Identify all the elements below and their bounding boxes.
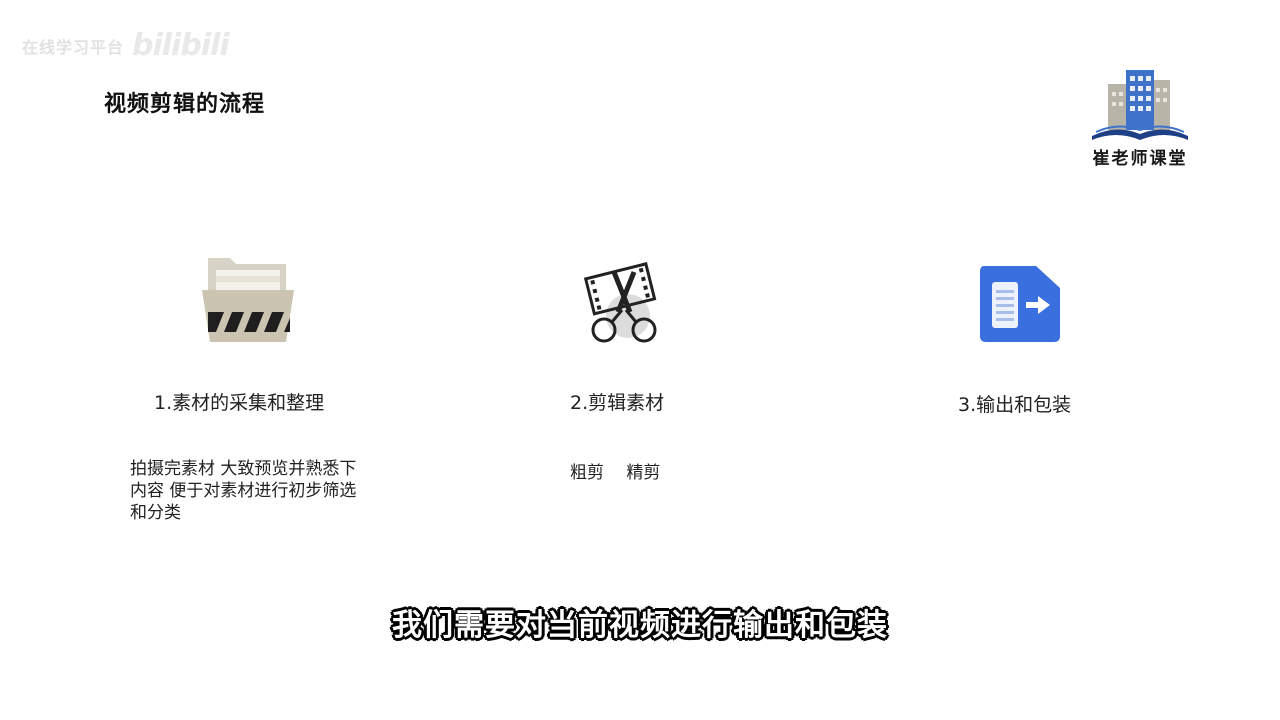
step-1-desc-line: 拍摄完素材 大致预览并熟悉下 <box>130 459 357 479</box>
step-1-label: 1.素材的采集和整理 <box>154 392 325 414</box>
watermark-brand: bilibili <box>132 28 230 63</box>
step-2-desc-line: 粗剪 精剪 <box>570 463 661 483</box>
step-1-description: 拍摄完素材 大致预览并熟悉下 内容 便于对素材进行初步筛选 和分类 <box>130 458 390 524</box>
step-1-desc-line: 内容 便于对素材进行初步筛选 <box>130 481 357 501</box>
step-1-desc-line: 和分类 <box>130 503 181 523</box>
step-3-label: 3.输出和包装 <box>958 394 1072 416</box>
bilibili-watermark: 在线学习平台 bilibili <box>22 28 230 63</box>
film-scissors-icon <box>583 262 664 346</box>
page-title: 视频剪辑的流程 <box>104 92 266 117</box>
logo: 崔老师课堂 <box>1088 66 1192 172</box>
step-2-label: 2.剪辑素材 <box>570 392 665 414</box>
folder-icon <box>200 254 296 344</box>
watermark-text: 在线学习平台 <box>22 37 125 57</box>
building-book-icon <box>1092 70 1188 140</box>
export-file-icon <box>978 264 1062 344</box>
step-2-description: 粗剪 精剪 <box>570 462 770 484</box>
logo-text: 崔老师课堂 <box>1092 149 1188 169</box>
video-subtitle: 我们需要对当前视频进行输出和包装 <box>392 608 888 643</box>
